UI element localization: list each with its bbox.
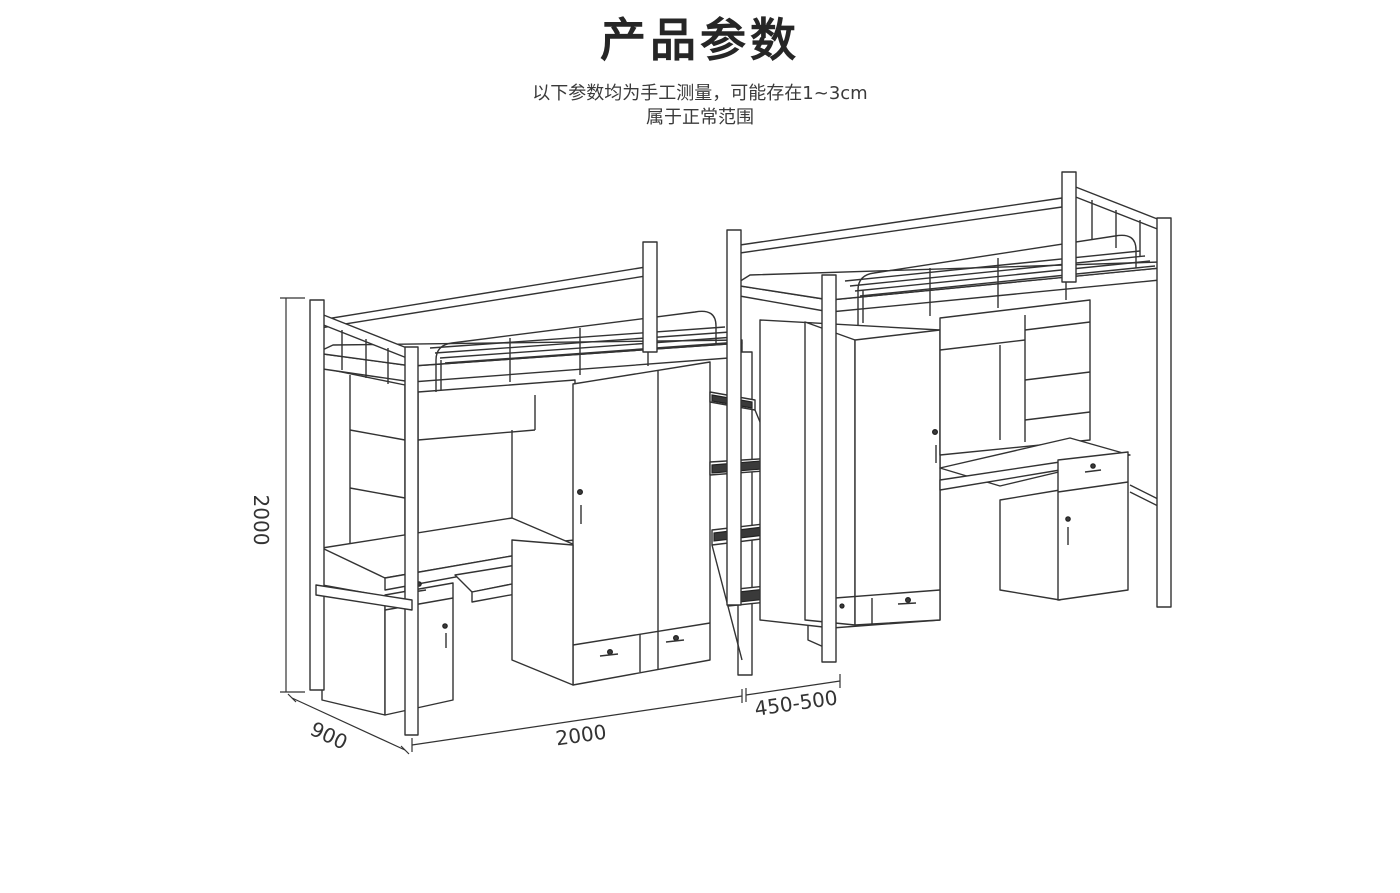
subtitle-line-2: 属于正常范围 <box>646 107 754 128</box>
right-wardrobe <box>854 329 941 626</box>
right-bed-unit <box>726 171 1172 663</box>
left-post-back-right <box>642 241 658 353</box>
left-desk-cabinet <box>384 582 454 716</box>
left-wardrobe <box>572 361 711 686</box>
right-shelf-back <box>939 299 1091 456</box>
dimension-height-label: 2000 <box>249 495 273 546</box>
left-back-rail <box>319 265 653 329</box>
right-desk-cabinet <box>1057 451 1129 601</box>
dimension-length-label: 2000 <box>554 720 608 751</box>
right-post-back-right <box>1061 171 1077 283</box>
right-post-front-left <box>821 274 837 663</box>
dimension-lines <box>280 297 841 755</box>
left-post-front-left <box>404 346 419 736</box>
subtitle-line-1: 以下参数均为手工测量，可能存在1~3cm <box>532 83 868 104</box>
left-bed-slats <box>429 326 741 364</box>
left-post-back-left <box>309 299 325 691</box>
right-guard-rail <box>857 234 1137 325</box>
page-subtitle: 以下参数均为手工测量，可能存在1~3cm 属于正常范围 <box>0 82 1400 130</box>
right-back-rail <box>739 197 1063 254</box>
page-title: 产品参数 <box>600 13 800 67</box>
right-post-front-right <box>1156 217 1172 608</box>
left-bed-unit <box>309 241 827 736</box>
left-guard-rail <box>435 310 717 392</box>
right-post-back-left <box>726 229 742 606</box>
dimension-ladder-width-label: 450-500 <box>753 685 839 720</box>
